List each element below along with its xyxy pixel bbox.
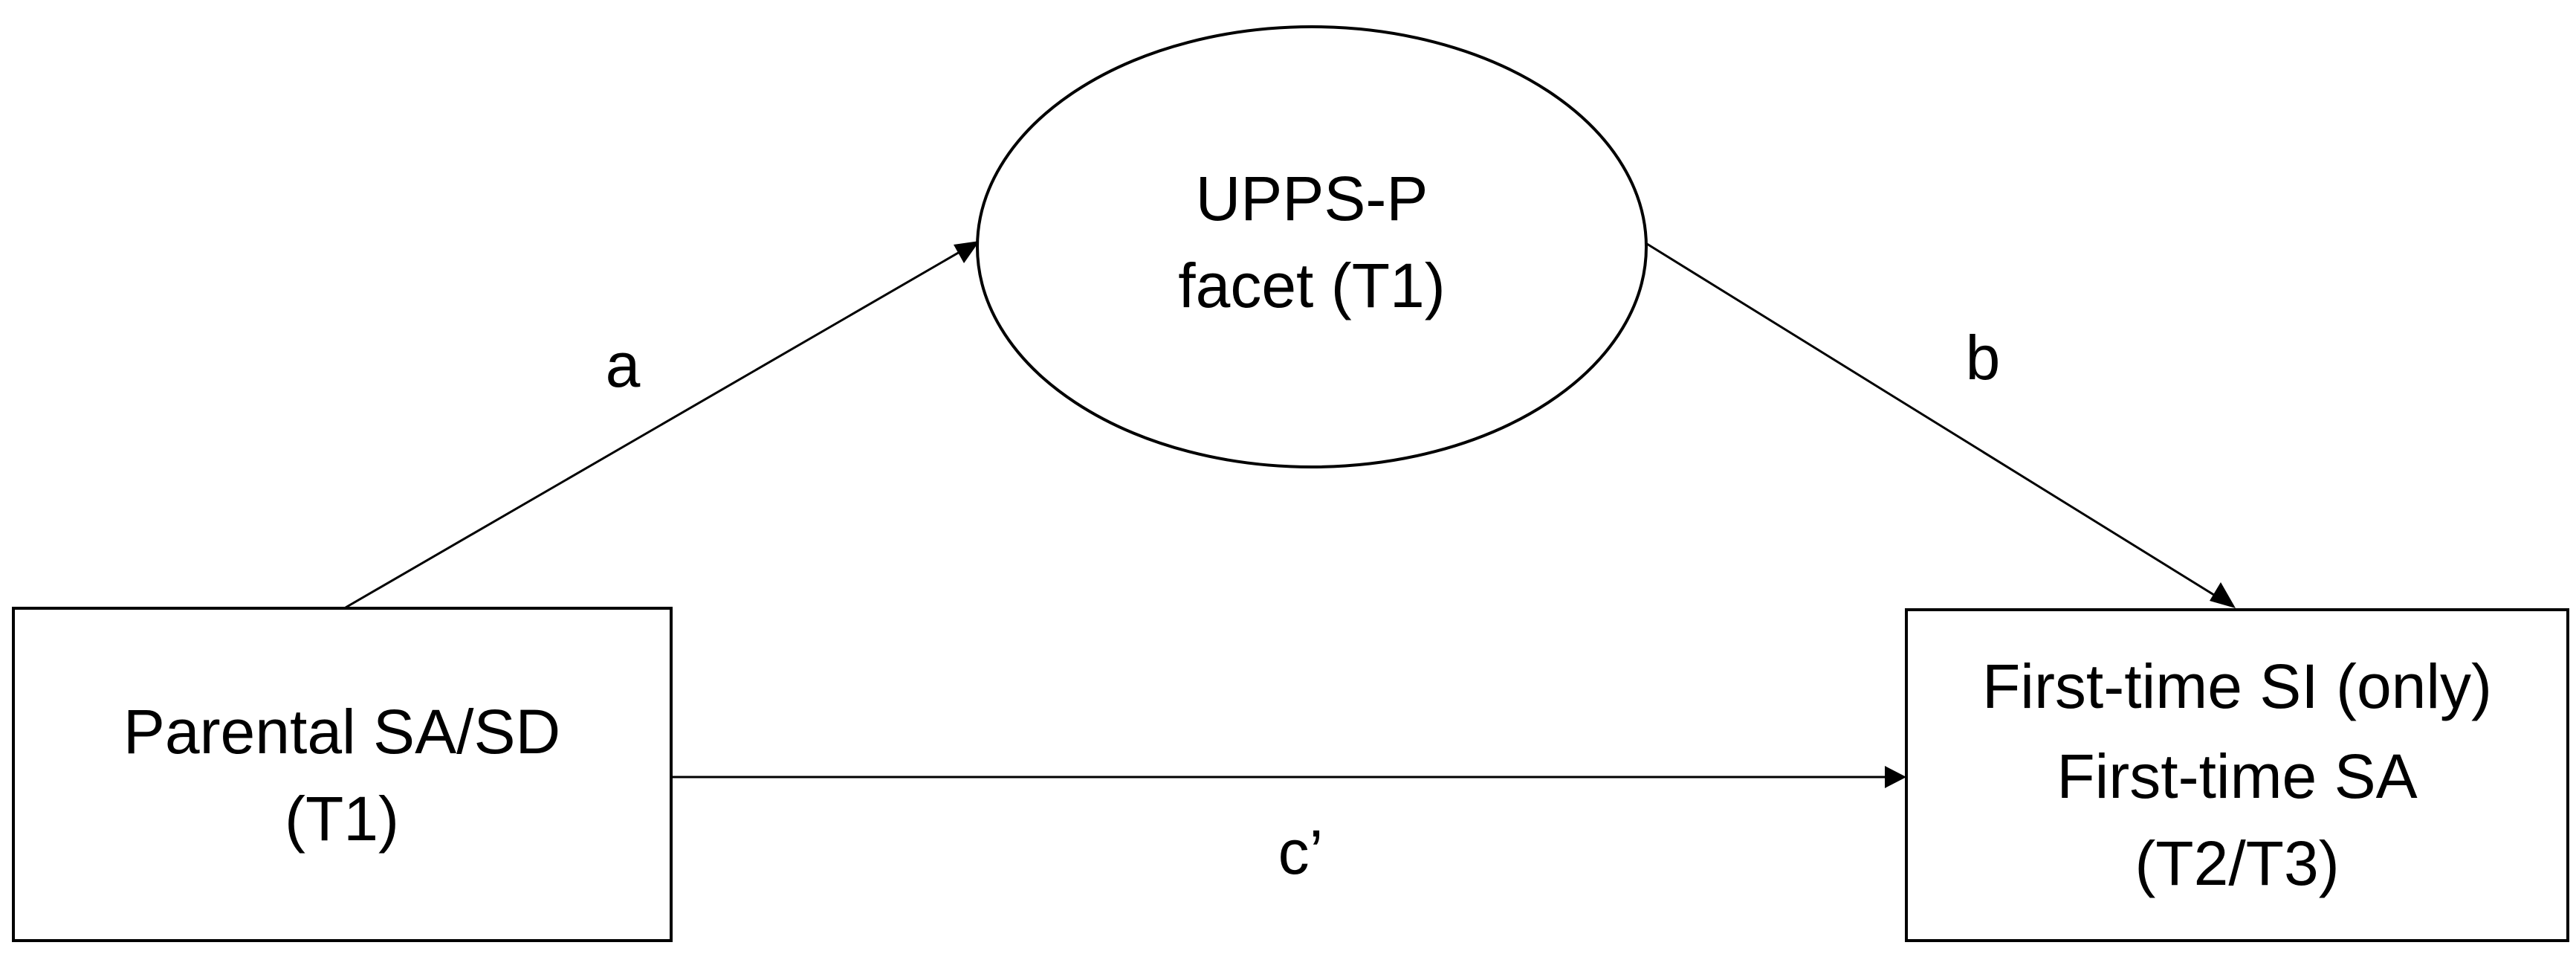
predictor-box bbox=[12, 607, 673, 942]
path-b-arrow bbox=[1646, 242, 2227, 604]
predictor-label-line1: Parental SA/SD bbox=[123, 697, 560, 767]
path-a-arrow bbox=[345, 242, 974, 609]
path-b-label: b bbox=[1966, 323, 2001, 393]
outcome-label-line3: (T2/T3) bbox=[2135, 828, 2339, 898]
mediator-ellipse bbox=[976, 25, 1648, 468]
path-a-arrowhead bbox=[954, 241, 980, 263]
path-c-prime-arrowhead bbox=[1885, 766, 1906, 788]
outcome-box bbox=[1905, 608, 2569, 942]
outcome-label-line1: First-time SI (only) bbox=[1982, 651, 2492, 721]
outcome-label-line2: First-time SA bbox=[2056, 741, 2417, 811]
path-c-prime-label: c’ bbox=[1278, 817, 1324, 887]
path-b-arrowhead bbox=[2210, 582, 2236, 608]
path-a-label: a bbox=[606, 330, 641, 400]
mediator-label-line1: UPPS-P bbox=[1196, 164, 1428, 233]
mediator-label-line2: facet (T1) bbox=[1178, 251, 1445, 320]
predictor-label-line2: (T1) bbox=[285, 784, 399, 854]
